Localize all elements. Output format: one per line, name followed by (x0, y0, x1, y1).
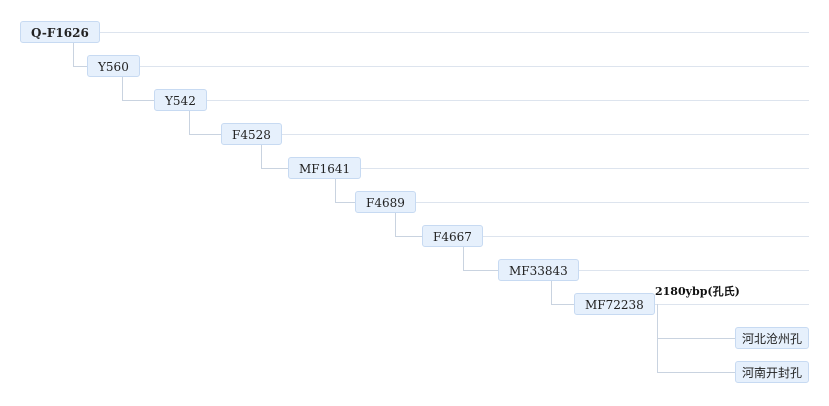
row-line-f4689 (408, 202, 809, 203)
connector-vertical-f4689 (335, 179, 336, 202)
row-line-y542 (201, 100, 809, 101)
annotation-mf72238: 2180ybp(孔氏) (655, 285, 740, 298)
connector-vertical-mf72238 (551, 281, 552, 304)
row-line-f4528 (274, 134, 809, 135)
connector-horizontal-f4689 (335, 202, 355, 203)
node-mf72238[interactable]: MF72238 (574, 293, 655, 315)
connector-horizontal-mf72238 (551, 304, 574, 305)
connector-horizontal-hebei-cangzhou-kong (657, 338, 735, 339)
connector-horizontal-mf1641 (261, 168, 288, 169)
connector-vertical-f4667 (395, 213, 396, 236)
connector-vertical-y560 (73, 43, 74, 66)
leaf-henan-kaifeng-kong[interactable]: 河南开封孔 (735, 361, 810, 383)
row-line-mf72238 (645, 304, 809, 305)
row-line-y560 (134, 66, 809, 67)
row-line-f4667 (477, 236, 809, 237)
connector-horizontal-y560 (73, 66, 87, 67)
connector-vertical-leaves (657, 304, 658, 372)
connector-horizontal-y542 (122, 100, 154, 101)
connector-horizontal-f4528 (189, 134, 221, 135)
node-q-f1626[interactable]: Q-F1626 (20, 21, 100, 43)
node-y560[interactable]: Y560 (87, 55, 140, 77)
connector-vertical-mf1641 (261, 145, 262, 168)
row-line-mf33843 (569, 270, 809, 271)
row-line-mf1641 (350, 168, 809, 169)
node-y542[interactable]: Y542 (154, 89, 207, 111)
row-line-q-f1626 (91, 32, 809, 33)
node-f4667[interactable]: F4667 (422, 225, 483, 247)
connector-vertical-y542 (122, 77, 123, 100)
connector-vertical-f4528 (189, 111, 190, 134)
node-mf33843[interactable]: MF33843 (498, 259, 579, 281)
connector-vertical-mf33843 (463, 247, 464, 270)
node-mf1641[interactable]: MF1641 (288, 157, 362, 179)
connector-horizontal-mf33843 (463, 270, 498, 271)
connector-horizontal-f4667 (395, 236, 422, 237)
leaf-hebei-cangzhou-kong[interactable]: 河北沧州孔 (735, 327, 810, 349)
connector-horizontal-henan-kaifeng-kong (657, 372, 735, 373)
node-f4528[interactable]: F4528 (221, 123, 282, 145)
node-f4689[interactable]: F4689 (355, 191, 416, 213)
